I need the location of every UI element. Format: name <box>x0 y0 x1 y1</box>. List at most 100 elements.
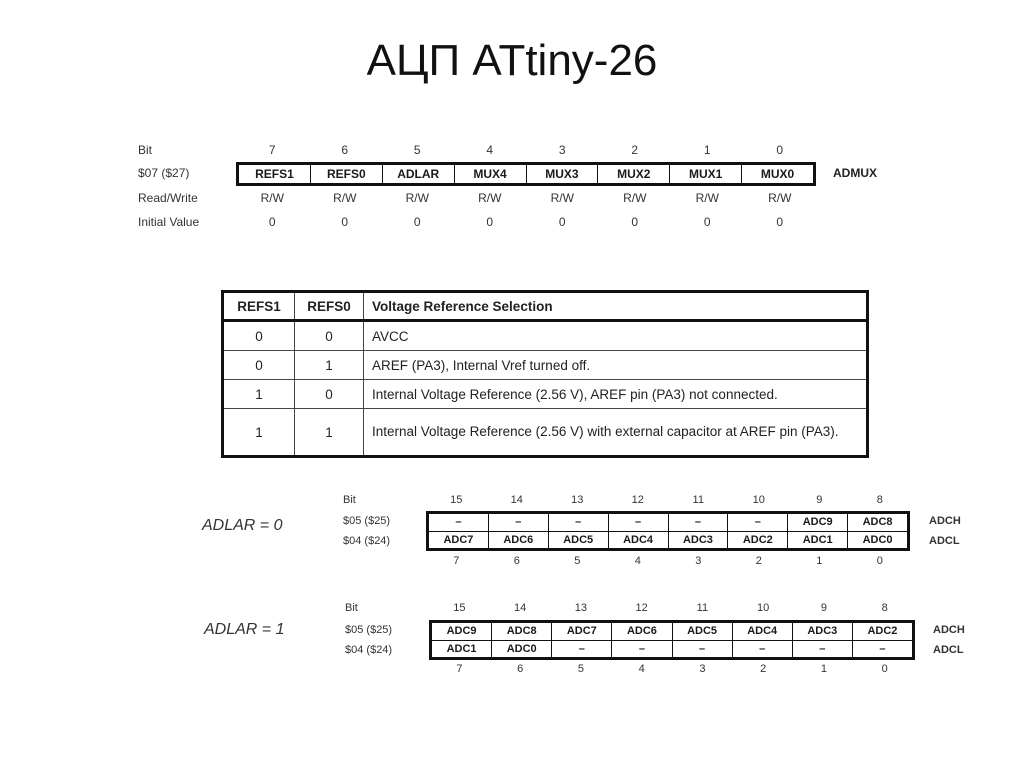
table-cell: 0 <box>222 320 295 351</box>
bit-number: 3 <box>695 555 702 567</box>
init-value: 0 <box>558 215 566 229</box>
init-value: 0 <box>776 215 784 229</box>
table-cell: Internal Voltage Reference (2.56 V), ARE… <box>363 379 868 409</box>
bit-number: 3 <box>558 143 566 157</box>
adc-bit-cell: – <box>489 514 549 531</box>
admux-fields: REFS1 REFS0 ADLAR MUX4 MUX3 MUX2 MUX1 MU… <box>236 162 816 186</box>
bit-number: 2 <box>631 143 639 157</box>
slide-title: АЦП ATtiny-26 <box>366 36 658 85</box>
register-address: $05 ($25) <box>343 515 391 527</box>
table-cell: 0 <box>294 379 364 409</box>
bit-number: 14 <box>510 494 523 506</box>
bit-number: 0 <box>876 555 883 567</box>
table-cell: Internal Voltage Reference (2.56 V) with… <box>363 408 868 457</box>
bit-label: Bit <box>345 602 358 614</box>
bit-number: 7 <box>456 663 463 675</box>
field-cell: MUX4 <box>455 165 527 183</box>
adc-bit-cell: – <box>879 643 886 655</box>
adc-bit-cell: ADC8 <box>492 623 553 640</box>
bit-number: 12 <box>631 494 644 506</box>
rw-value: R/W <box>623 191 647 205</box>
bit-number: 10 <box>757 602 770 614</box>
bit-number: 1 <box>820 663 827 675</box>
table-cell: 1 <box>294 350 364 380</box>
bit-number: 5 <box>413 143 421 157</box>
adc-bit-cell: – <box>552 641 613 658</box>
table-header-row: REFS1 REFS0 Voltage Reference Selection <box>222 291 868 322</box>
init-value: 0 <box>341 215 349 229</box>
field-cell: MUX1 <box>670 165 743 183</box>
admux-bit-numbers: 7 6 5 4 3 2 1 0 <box>236 143 816 157</box>
table-cell: 0 <box>222 350 295 380</box>
field-cell: REFS1 <box>239 165 311 183</box>
adc-bit-cell: ADC3 <box>793 623 853 640</box>
adc-bit-cell: ADC6 <box>612 623 673 640</box>
bit-number: 4 <box>486 143 494 157</box>
register-name: ADCL <box>929 535 960 547</box>
table-header: Voltage Reference Selection <box>363 291 868 322</box>
adc-bit-cell: ADC4 <box>733 623 793 640</box>
table-cell: AREF (PA3), Internal Vref turned off. <box>363 350 868 380</box>
adc-bit-cell: ADC1 <box>432 641 493 658</box>
adc-bit-cell: ADC2 <box>867 625 898 637</box>
rw-value: R/W <box>478 191 502 205</box>
bit-number: 12 <box>635 602 648 614</box>
field-cell: ADLAR <box>383 165 455 183</box>
register-address: $07 ($27) <box>138 166 190 180</box>
adc-bit-cell: ADC1 <box>788 532 849 549</box>
adc-top-bit-numbers: 15 14 13 12 11 10 9 8 <box>426 494 910 506</box>
bit-number: 0 <box>776 143 784 157</box>
bit-number: 11 <box>692 494 704 506</box>
bit-number: 15 <box>453 602 466 614</box>
rw-label: Read/Write <box>138 191 198 205</box>
table-header: REFS1 <box>222 291 295 322</box>
adc-top-bit-numbers: 15 14 13 12 11 10 9 8 <box>429 602 915 614</box>
field-cell: MUX0 <box>760 167 795 181</box>
adc-bit-cell: – <box>733 641 793 658</box>
bit-number: 9 <box>816 494 823 506</box>
bit-number: 2 <box>760 663 767 675</box>
bit-number: 4 <box>634 555 641 567</box>
init-value: 0 <box>486 215 494 229</box>
table-header: REFS0 <box>294 291 364 322</box>
register-name: ADCH <box>933 624 965 636</box>
adlar-label: ADLAR = 0 <box>202 517 283 534</box>
adcl-row: ADC1 ADC0 – – – – – – <box>432 640 912 658</box>
bit-number: 0 <box>881 663 888 675</box>
adc-bit-cell: ADC2 <box>728 532 789 549</box>
field-cell: MUX3 <box>527 165 599 183</box>
adc-bit-cell: – <box>609 514 669 531</box>
table-cell: 1 <box>222 379 295 409</box>
adc-data-register: – – – – – – ADC9 ADC8 ADC7 ADC6 ADC5 ADC… <box>426 511 910 551</box>
adcl-row: ADC7 ADC6 ADC5 ADC4 ADC3 ADC2 ADC1 ADC0 <box>429 531 907 549</box>
rw-value: R/W <box>333 191 357 205</box>
adc-bit-cell: – <box>612 641 673 658</box>
table-row: 0 0 AVCC <box>222 320 868 351</box>
bit-number: 11 <box>696 602 709 614</box>
bit-label: Bit <box>343 494 356 506</box>
table-cell: 1 <box>294 408 364 457</box>
register-address: $04 ($24) <box>343 535 391 547</box>
adc-bit-cell: ADC5 <box>673 623 733 640</box>
bit-number: 1 <box>816 555 823 567</box>
rw-value: R/W <box>260 191 284 205</box>
adc-bit-cell: ADC7 <box>429 532 489 549</box>
rw-value: R/W <box>695 191 719 205</box>
rw-value: R/W <box>405 191 429 205</box>
bit-number: 9 <box>820 602 827 614</box>
adc-bit-cell: ADC3 <box>669 532 729 549</box>
table-row: 1 0 Internal Voltage Reference (2.56 V),… <box>222 379 868 409</box>
bit-number: 14 <box>514 602 527 614</box>
register-address: $04 ($24) <box>345 644 393 656</box>
adc-bit-cell: ADC6 <box>489 532 549 549</box>
table-row: 1 1 Internal Voltage Reference (2.56 V) … <box>222 408 868 457</box>
adc-bit-cell: – <box>429 514 489 531</box>
table-row: 0 1 AREF (PA3), Internal Vref turned off… <box>222 350 868 380</box>
bit-number: 10 <box>752 494 765 506</box>
register-name: ADCL <box>933 644 964 656</box>
bit-number: 3 <box>699 663 706 675</box>
adc-bit-cell: – <box>673 641 733 658</box>
adc-bit-cell: ADC8 <box>862 516 893 528</box>
bit-number: 8 <box>876 494 883 506</box>
table-cell: 1 <box>222 408 295 457</box>
